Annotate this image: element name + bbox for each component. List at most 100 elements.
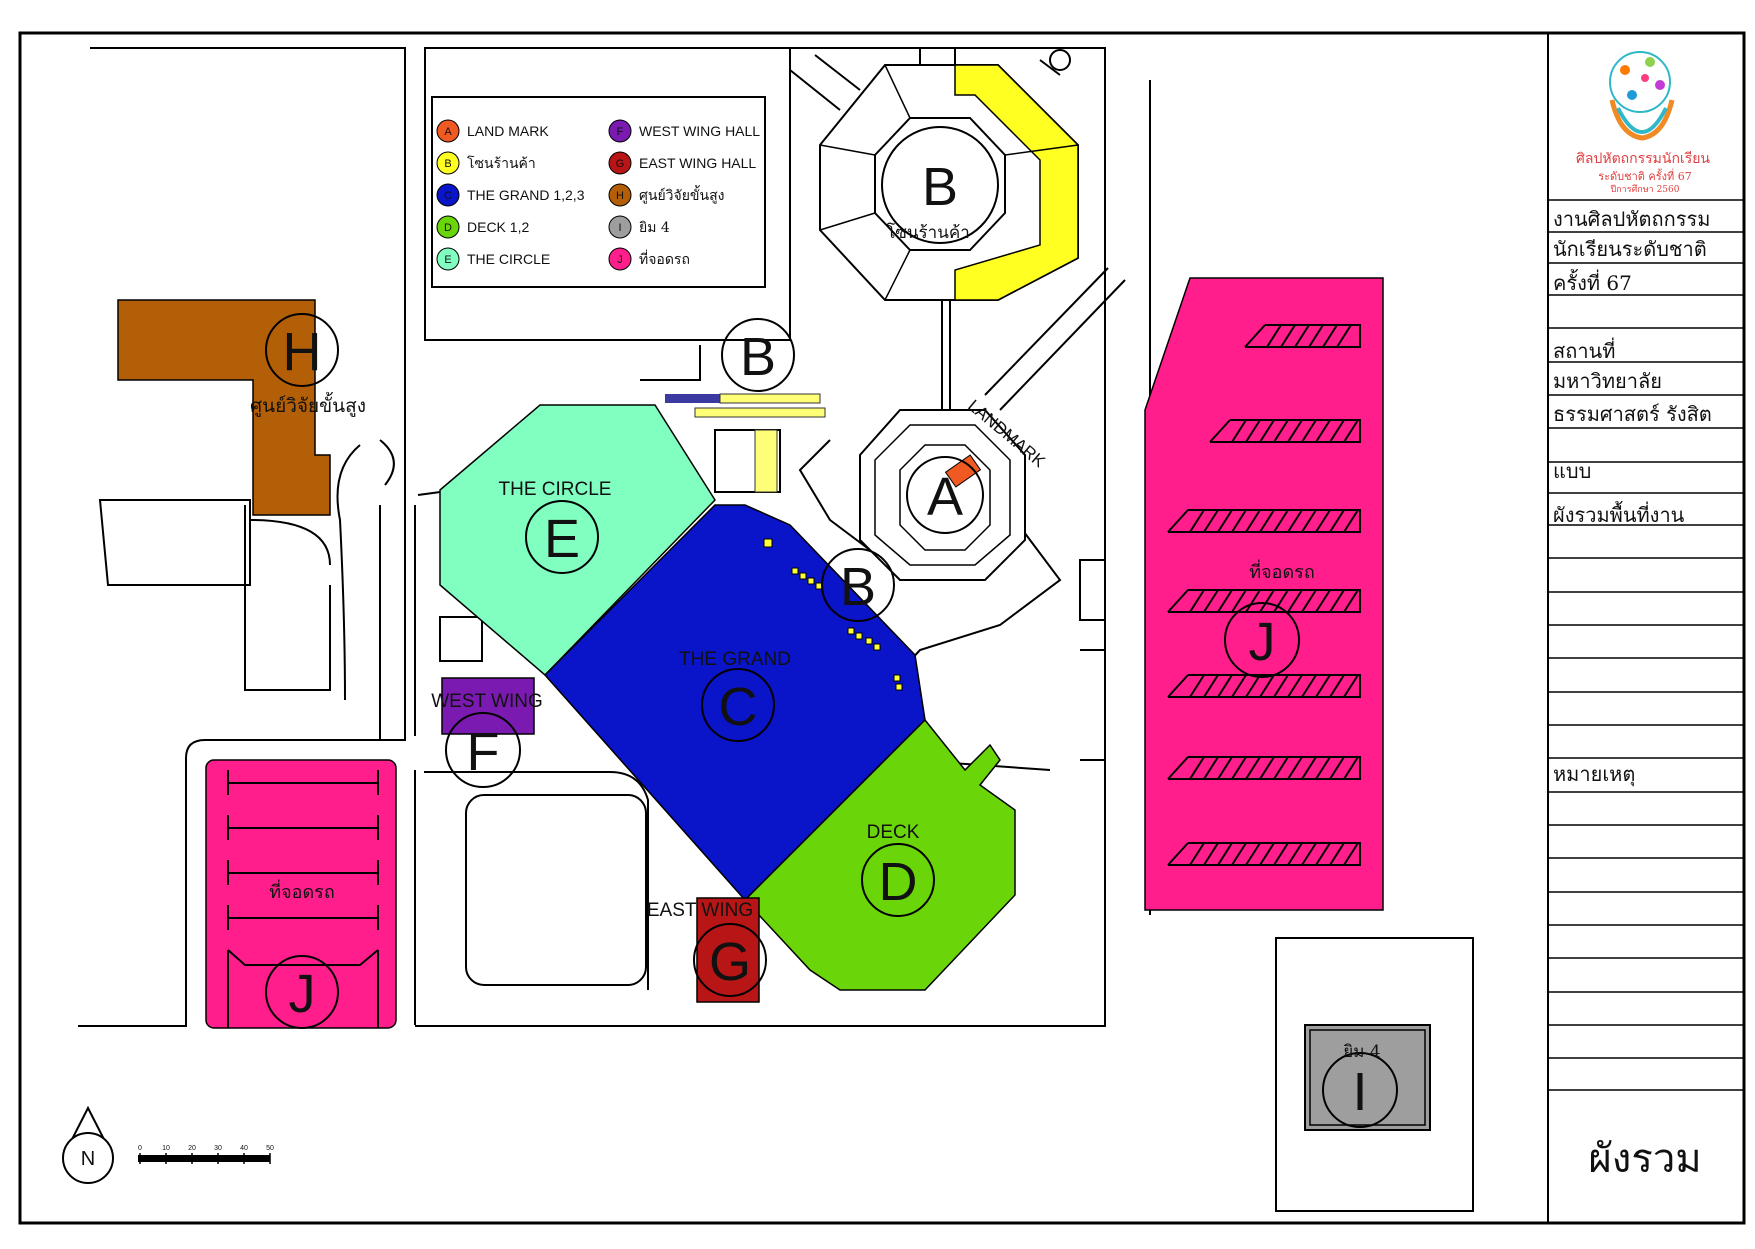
marker-i-letter: I (1352, 1062, 1367, 1122)
legend-letter: A (444, 126, 452, 138)
legend-swatch (436, 247, 460, 271)
marker-j-right-letter: J (1249, 612, 1276, 672)
marker-d: D DECK (861, 822, 935, 917)
marker-b-mid-letter: B (740, 327, 776, 387)
zone-g-east-wing[interactable] (696, 897, 760, 1003)
legend-swatch (436, 151, 460, 175)
scale-tick-label: 10 (162, 1145, 170, 1152)
scale-tick-label: 20 (188, 1145, 196, 1152)
location-heading: สถานที่ (1553, 337, 1615, 363)
plan-heading: แบบ (1553, 459, 1591, 483)
legend-label: ที่จอดรถ (639, 250, 690, 268)
marker-j-left-letter: J (289, 964, 316, 1024)
marker-i: I ยิม 4 (1322, 1042, 1398, 1128)
zone-i-gym-frame (1275, 937, 1474, 1212)
title-block: ศิลปหัตถกรรมนักเรียน ระดับชาติ ครั้งที่ … (1547, 33, 1744, 1223)
north-arrow: N (62, 1105, 114, 1184)
marker-g-name: EAST WING (647, 900, 753, 921)
location-line1: มหาวิทยาลัย (1553, 369, 1662, 393)
legend-label: EAST WING HALL (639, 155, 756, 171)
marker-d-letter: D (879, 852, 918, 912)
kiosks (763, 538, 903, 691)
zone-h-research-center[interactable] (117, 299, 331, 516)
marker-b-top-letter: B (922, 157, 958, 217)
plan-name: ผังรวมพื้นที่งาน (1553, 501, 1685, 527)
marker-j-right-name: ที่จอดรถ (1249, 559, 1314, 583)
parking-stripe-row (1167, 842, 1361, 866)
legend-label: โซนร้านค้า (467, 155, 536, 172)
parking-stripe-row (1167, 509, 1361, 533)
parking-stripe-row (1209, 419, 1361, 443)
legend-label: WEST WING HALL (639, 123, 760, 139)
legend-letter: H (616, 190, 624, 202)
north-arrow-label: N (81, 1148, 95, 1170)
marker-f-name: WEST WING (431, 691, 543, 712)
marker-a-letter: A (927, 467, 963, 527)
legend-letter: J (617, 254, 623, 266)
parking-stripes-right (1167, 324, 1361, 866)
project-line2: นักเรียนระดับชาติ (1553, 237, 1707, 261)
parking-stripe-row (1167, 674, 1361, 698)
marker-h-letter: H (283, 322, 322, 382)
sheet-border (18, 31, 1746, 1225)
marker-b-top: B โซนร้านค้า (881, 126, 999, 244)
legend-letter: G (616, 158, 625, 170)
marker-c-letter: C (719, 677, 758, 737)
legend-letter: C (444, 190, 452, 202)
legend-item-g: G EAST WING HALL (608, 151, 756, 175)
legend-label: THE GRAND 1,2,3 (467, 187, 585, 203)
logo-line3: ปีการศึกษา 2560 (1610, 184, 1679, 195)
marker-f: F WEST WING (431, 691, 543, 788)
legend-box (431, 96, 766, 288)
legend-label: ยิม 4 (639, 220, 670, 236)
marker-b-mid: B (721, 318, 795, 392)
legend-swatch (608, 215, 632, 239)
marker-i-name: ยิม 4 (1343, 1042, 1380, 1062)
zone-j-parking-right[interactable] (1144, 277, 1384, 911)
scale-tick-label: 50 (266, 1145, 274, 1152)
zone-d-deck[interactable] (743, 718, 1016, 991)
legend-letter: I (618, 222, 621, 234)
legend-item-c: C THE GRAND 1,2,3 (436, 183, 585, 207)
marker-h: H ศูนย์วิจัยขั้นสูง (250, 313, 366, 417)
legend-swatch (436, 183, 460, 207)
legend-letter: B (444, 158, 451, 170)
marker-e-name: THE CIRCLE (499, 479, 612, 500)
parking-lanes-left (227, 770, 379, 1028)
legend-item-a: A LAND MARK (436, 119, 549, 143)
marker-e: E THE CIRCLE (499, 479, 612, 574)
stall-rows (665, 393, 826, 493)
legend-item-b: B โซนร้านค้า (436, 151, 536, 175)
parking-stripe-row (1167, 756, 1361, 780)
legend-swatch (436, 215, 460, 239)
zone-a-landmark[interactable] (859, 409, 1026, 581)
marker-d-name: DECK (867, 822, 920, 843)
logo-line2: ระดับชาติ ครั้งที่ 67 (1598, 168, 1692, 183)
legend-label: LAND MARK (467, 123, 549, 139)
event-logo: ศิลปหัตถกรรมนักเรียน ระดับชาติ ครั้งที่ … (1576, 51, 1710, 195)
marker-b-top-name: โซนร้านค้า (886, 222, 970, 243)
zone-e-the-circle[interactable] (439, 404, 716, 677)
legend-swatch (436, 119, 460, 143)
marker-c: C THE GRAND (679, 649, 791, 742)
zone-b-shop-octagon[interactable] (819, 64, 1079, 301)
legend-swatch (608, 151, 632, 175)
legend-label: THE CIRCLE (467, 251, 550, 267)
scale-tick-label: 0 (138, 1145, 142, 1152)
project-line3: ครั้งที่ 67 (1553, 269, 1632, 295)
marker-j-left-name: ที่จอดรถ (269, 879, 334, 903)
sheet-title: ผังรวม (1588, 1136, 1701, 1182)
marker-c-name: THE GRAND (679, 649, 791, 670)
marker-e-letter: E (544, 509, 580, 569)
marker-g-letter: G (709, 932, 751, 992)
legend-item-i: I ยิม 4 (608, 215, 670, 239)
project-line1: งานศิลปหัตถกรรม (1553, 207, 1710, 231)
scale-tick-label: 40 (240, 1145, 248, 1152)
legend-item-j: J ที่จอดรถ (608, 247, 690, 271)
